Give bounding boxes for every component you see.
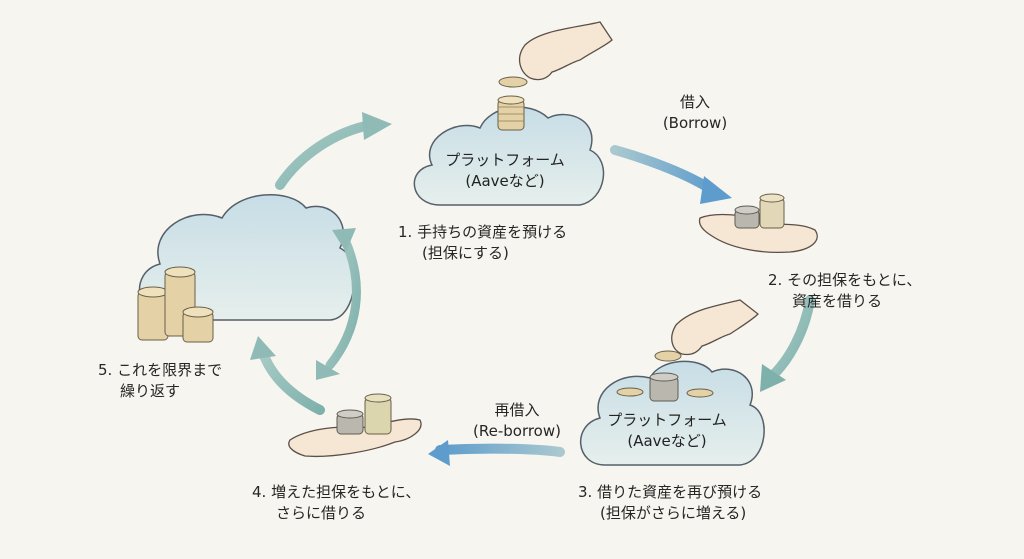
step-5-line1: 5. これを限界まで (98, 361, 223, 379)
coin-stack-bottom (616, 372, 714, 402)
platform-cloud-top-label: プラットフォーム (Aaveなど) (430, 150, 580, 192)
platform-cloud-bottom (580, 360, 765, 466)
step-3-line2: (担保がさらに増える) (600, 504, 747, 522)
step-1-line1: 1. 手持ちの資産を預ける (398, 223, 568, 241)
arrow-borrow-label: 借入 (Borrow) (655, 92, 735, 134)
label-jp: 再借入 (494, 401, 540, 419)
step-2-line1: 2. その担保をもとに、 (768, 271, 922, 289)
arrow-up-left (250, 336, 325, 415)
platform-sub: (Aaveなど) (465, 172, 545, 190)
step-2-line2: 資産を借りる (792, 292, 883, 310)
platform-sub: (Aaveなど) (627, 432, 707, 450)
step-3-line1: 3. 借りた資産を再び預ける (578, 483, 763, 501)
arrow-reborrow (428, 440, 565, 466)
hand-receiving-right (698, 193, 818, 254)
step-3-label: 3. 借りた資産を再び預ける (担保がさらに増える) (578, 482, 762, 524)
coin-stacks-left (137, 266, 214, 343)
label-en: (Borrow) (662, 114, 728, 132)
arrow-top-left (275, 112, 392, 190)
platform-name: プラットフォーム (607, 411, 727, 429)
step-4-line1: 4. 増えた担保をもとに、 (252, 483, 421, 501)
hand-depositing-top (498, 21, 613, 88)
step-2-label: 2. その担保をもとに、 資産を借りる (768, 270, 921, 312)
platform-cloud-bottom-label: プラットフォーム (Aaveなど) (592, 410, 742, 452)
hand-receiving-left (288, 393, 422, 458)
label-jp: 借入 (679, 93, 710, 111)
step-4-label: 4. 増えた担保をもとに、 さらに借りる (252, 482, 420, 524)
step-1-line2: (担保にする) (422, 244, 509, 262)
step-4-line2: さらに借りる (276, 504, 367, 522)
step-1-label: 1. 手持ちの資産を預ける (担保にする) (398, 222, 567, 264)
platform-name: プラットフォーム (445, 151, 565, 169)
arrow-deposit-again (760, 295, 815, 392)
step-5-line2: 繰り返す (120, 382, 181, 400)
label-en: (Re-borrow) (473, 422, 561, 440)
hand-depositing-bottom (654, 299, 759, 362)
arrow-borrow (610, 145, 732, 204)
arrow-reborrow-label: 再借入 (Re-borrow) (462, 400, 572, 442)
coin-stack-top (497, 95, 525, 131)
arrow-cycle-inner (316, 228, 361, 380)
step-5-label: 5. これを限界まで 繰り返す (98, 360, 222, 402)
